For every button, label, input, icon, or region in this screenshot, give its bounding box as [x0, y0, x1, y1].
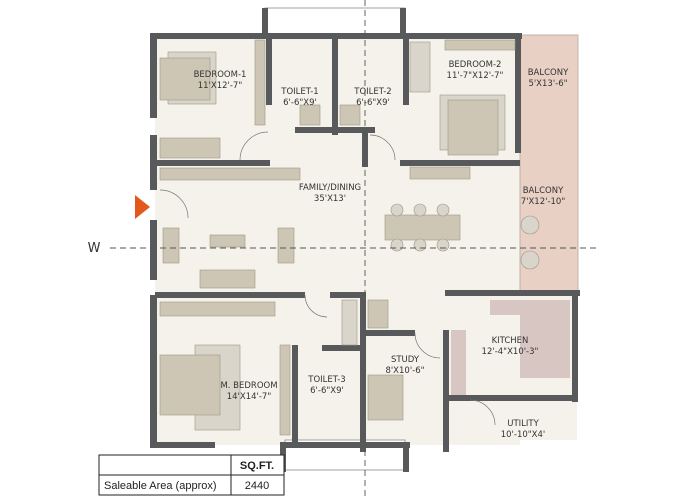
room-name: KITCHEN	[492, 336, 529, 346]
room-size: 11'-7"X12'-7"	[447, 71, 504, 81]
furniture	[159, 39, 570, 436]
room-size: 6'-6"X9'	[356, 98, 390, 108]
room-name: BALCONY	[523, 186, 564, 196]
balcony-area	[519, 34, 579, 293]
walls	[150, 8, 580, 472]
table-header: SQ.FT.	[240, 460, 274, 472]
area-table: SQ.FT. Saleable Area (approx) 2440	[98, 454, 285, 496]
room-size: 14'X14'-7"	[227, 392, 272, 402]
room-name: UTILITY	[507, 419, 539, 429]
doors	[159, 131, 496, 426]
room-size: 5'X13'-6"	[528, 79, 567, 89]
room-name: M. BEDROOM	[220, 381, 277, 391]
room-name: FAMILY/DINING	[299, 183, 361, 193]
top-window-bay	[264, 7, 406, 36]
room-name: BALCONY	[528, 68, 569, 78]
room-size: 11'X12'-7"	[198, 81, 243, 91]
room-name: BEDROOM-1	[194, 70, 247, 80]
direction-label: W	[88, 241, 101, 256]
table-row-value: 2440	[245, 480, 269, 492]
room-size: 8'X10'-6"	[385, 366, 424, 376]
room-size: 7'X12'-10"	[521, 197, 566, 207]
room-name: TOILET-2	[353, 87, 391, 97]
room-name: TOILET-1	[280, 87, 318, 97]
room-size: 10'-10"X4'	[501, 430, 546, 440]
room-labels: BEDROOM-1 11'X12'-7" TOILET-1 6'-6"X9' T…	[194, 60, 570, 440]
room-size: 6'-6"X9'	[310, 386, 344, 396]
table-row-label: Saleable Area (approx)	[104, 480, 217, 492]
room-size: 6'-6"X9'	[283, 98, 317, 108]
room-name: TOILET-3	[307, 375, 345, 385]
room-size: 12'-4"X10'-3"	[482, 347, 539, 357]
entrance-marker-icon	[135, 195, 150, 219]
room-size: 35'X13'	[314, 194, 346, 204]
room-name: STUDY	[391, 355, 420, 365]
room-name: BEDROOM-2	[449, 60, 502, 70]
